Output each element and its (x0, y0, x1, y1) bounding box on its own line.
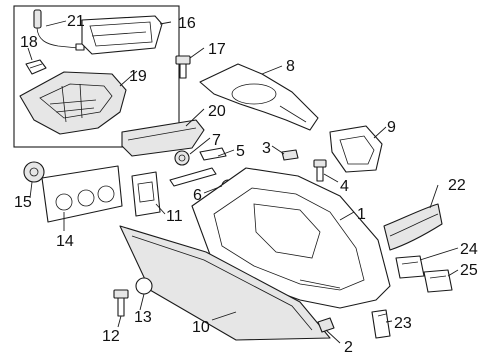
callout-4: 4 (340, 178, 349, 195)
callout-18: 18 (20, 34, 38, 51)
callout-15: 15 (14, 194, 32, 211)
part-7-nut (174, 150, 190, 166)
part-3-clip (281, 149, 299, 161)
part-24-switch (395, 255, 425, 279)
callout-6: 6 (193, 187, 202, 204)
callout-10: 10 (192, 319, 210, 336)
callout-1: 1 (357, 206, 366, 223)
part-11-retainer (131, 171, 161, 217)
callout-25: 25 (460, 262, 478, 279)
callout-24: 24 (460, 241, 478, 258)
part-22-curved-trim (383, 203, 443, 251)
callout-22: 22 (448, 177, 466, 194)
callout-9: 9 (387, 119, 396, 136)
leader-lines (27, 20, 459, 344)
callout-14: 14 (56, 233, 74, 250)
part-19-bracket (19, 71, 127, 135)
callout-labels: 21 16 18 19 17 8 20 9 7 5 3 4 6 11 1 22 … (14, 13, 478, 356)
callout-20: 20 (208, 103, 226, 120)
callout-3: 3 (262, 140, 271, 157)
part-2-clip (317, 317, 335, 333)
callout-19: 19 (129, 68, 147, 85)
part-9-cup-holder (329, 125, 383, 173)
callout-21: 21 (67, 13, 85, 30)
callout-16: 16 (178, 15, 196, 32)
part-25-switch (423, 269, 453, 293)
callout-2: 2 (344, 339, 353, 356)
part-14-switch-panel (41, 165, 123, 223)
part-5-bracket (169, 147, 227, 187)
inset-frame (13, 5, 180, 148)
part-8-trim-bezel (199, 63, 319, 131)
part-13-cap (135, 277, 153, 295)
callout-12: 12 (102, 328, 120, 345)
part-12-bolt (113, 289, 129, 317)
callout-23: 23 (394, 315, 412, 332)
part-21-connector (33, 9, 85, 51)
part-20-armrest-pad (121, 119, 205, 157)
part-23-connector (371, 309, 391, 339)
callout-11: 11 (166, 208, 183, 225)
part-4-screw (313, 159, 327, 182)
part-18-clip (25, 59, 47, 75)
callout-17: 17 (208, 41, 226, 58)
callout-13: 13 (134, 309, 152, 326)
callout-7: 7 (212, 132, 221, 149)
part-16-upper-tray (81, 15, 163, 55)
part-17-bolt (175, 55, 191, 79)
callout-5: 5 (236, 143, 245, 160)
part-15-knob (23, 161, 45, 183)
callout-8: 8 (286, 58, 295, 75)
